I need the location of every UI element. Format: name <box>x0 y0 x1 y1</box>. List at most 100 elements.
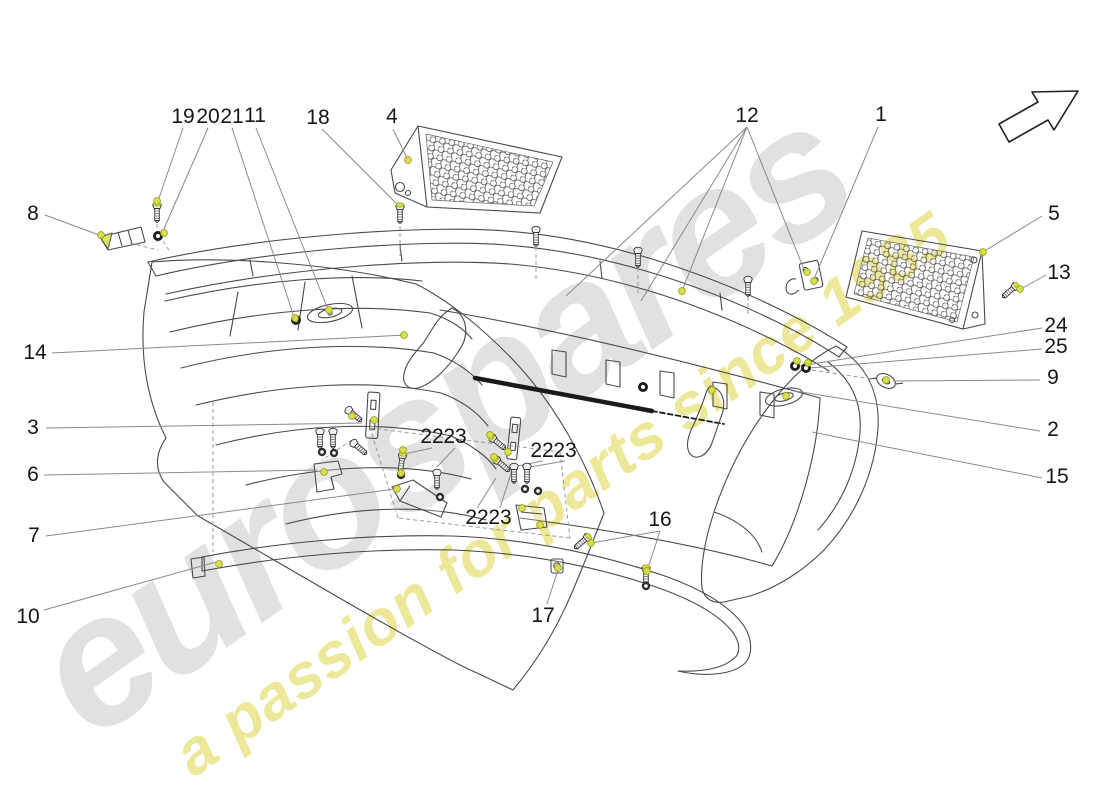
leader-line <box>529 460 566 468</box>
generated-annotations <box>43 126 1047 611</box>
part-label-21[interactable]: 21 <box>220 105 244 128</box>
construction-dash <box>811 369 873 380</box>
screw-icon <box>315 427 325 450</box>
part-label-22[interactable]: 22 <box>420 425 444 448</box>
leader-line <box>255 127 328 308</box>
highlight-dot <box>348 412 356 420</box>
screw-icon <box>328 427 338 450</box>
leader-line <box>231 127 295 318</box>
part-label-2[interactable]: 2 <box>1047 418 1059 441</box>
part-label-25[interactable]: 25 <box>1044 335 1068 358</box>
part-label-6[interactable]: 6 <box>27 463 39 486</box>
part-label-13[interactable]: 13 <box>1047 261 1071 284</box>
leader-line <box>808 348 1043 369</box>
leader-line <box>681 126 748 292</box>
leader-line <box>51 334 407 354</box>
screw-icon <box>743 275 753 298</box>
direction-arrow-icon <box>998 90 1079 143</box>
part-label-11[interactable]: 11 <box>244 104 266 127</box>
leader-line <box>45 422 363 429</box>
leader-line <box>640 126 748 302</box>
part-label-7[interactable]: 7 <box>28 524 40 547</box>
part-label-16[interactable]: 16 <box>648 508 672 531</box>
leader-line <box>157 127 184 202</box>
washer-icon <box>329 448 339 458</box>
screw-icon <box>349 438 368 456</box>
part-label-22[interactable]: 22 <box>465 506 489 529</box>
highlight-dot <box>486 431 494 439</box>
part-label-17[interactable]: 17 <box>531 604 555 627</box>
highlight-dot <box>518 504 526 512</box>
part-label-15[interactable]: 15 <box>1045 465 1069 488</box>
screw-icon <box>522 462 532 485</box>
part-label-10[interactable]: 10 <box>16 605 40 628</box>
highlight-dot <box>554 564 562 572</box>
leader-line <box>811 431 1043 479</box>
part-label-20[interactable]: 20 <box>196 105 220 128</box>
highlight-dot <box>536 521 544 529</box>
highlight-dot <box>678 287 686 295</box>
construction-dash <box>559 451 571 539</box>
leader-line <box>746 126 806 273</box>
highlight-dot <box>400 331 408 339</box>
part-label-22[interactable]: 22 <box>530 439 554 462</box>
part-label-18[interactable]: 18 <box>306 106 330 129</box>
mounting-brackets <box>99 226 903 574</box>
construction-dash <box>321 439 353 461</box>
part-label-23[interactable]: 23 <box>443 425 467 448</box>
bumper-body-drawing <box>142 228 879 691</box>
leader-line <box>392 128 409 161</box>
leader-line <box>1020 274 1047 290</box>
leader-line <box>44 214 100 236</box>
leader-line <box>646 530 661 572</box>
washer-icon <box>533 486 543 496</box>
leader-line <box>794 390 1041 432</box>
leader-line <box>546 569 559 605</box>
part-label-24[interactable]: 24 <box>1044 314 1068 337</box>
highlight-dot <box>160 229 168 237</box>
screw-icon <box>395 202 405 225</box>
part-label-14[interactable]: 14 <box>23 341 47 364</box>
highlight-dot <box>397 469 405 477</box>
highlight-dot <box>370 416 378 424</box>
leader-line <box>565 126 748 297</box>
leader-line <box>45 488 396 537</box>
grommet-icon <box>638 382 648 392</box>
highlight-dot <box>97 231 105 239</box>
leader-line <box>476 477 497 509</box>
part-label-1[interactable]: 1 <box>875 103 887 126</box>
washer-icon <box>317 447 327 457</box>
highlight-dot <box>643 567 651 575</box>
construction-dash <box>162 240 171 253</box>
screw-icon <box>509 462 519 485</box>
highlight-dot <box>979 248 987 256</box>
part-label-5[interactable]: 5 <box>1048 202 1060 225</box>
construction-dash <box>369 427 399 519</box>
upper-front-grille <box>390 125 563 214</box>
leader-line <box>321 128 400 207</box>
part-label-23[interactable]: 23 <box>488 506 512 529</box>
washer-icon <box>520 484 530 494</box>
part-label-23[interactable]: 23 <box>553 439 577 462</box>
leader-line <box>798 327 1043 367</box>
part-label-12[interactable]: 12 <box>735 104 759 127</box>
part-label-8[interactable]: 8 <box>27 202 39 225</box>
leader-line <box>43 469 318 476</box>
screw-icon <box>633 246 643 269</box>
highlight-dot <box>399 446 407 454</box>
part-label-4[interactable]: 4 <box>386 105 398 128</box>
highlight-dot <box>215 560 223 568</box>
washer-icon <box>641 581 651 591</box>
side-air-grille <box>845 230 986 330</box>
highlight-dot <box>153 197 161 205</box>
washer-icon <box>435 492 445 502</box>
part-label-19[interactable]: 19 <box>171 105 195 128</box>
part-label-3[interactable]: 3 <box>27 416 39 439</box>
highlight-dot <box>782 392 790 400</box>
highlight-dot <box>1016 285 1024 293</box>
part-label-9[interactable]: 9 <box>1047 366 1059 389</box>
highlight-dot <box>404 156 412 164</box>
